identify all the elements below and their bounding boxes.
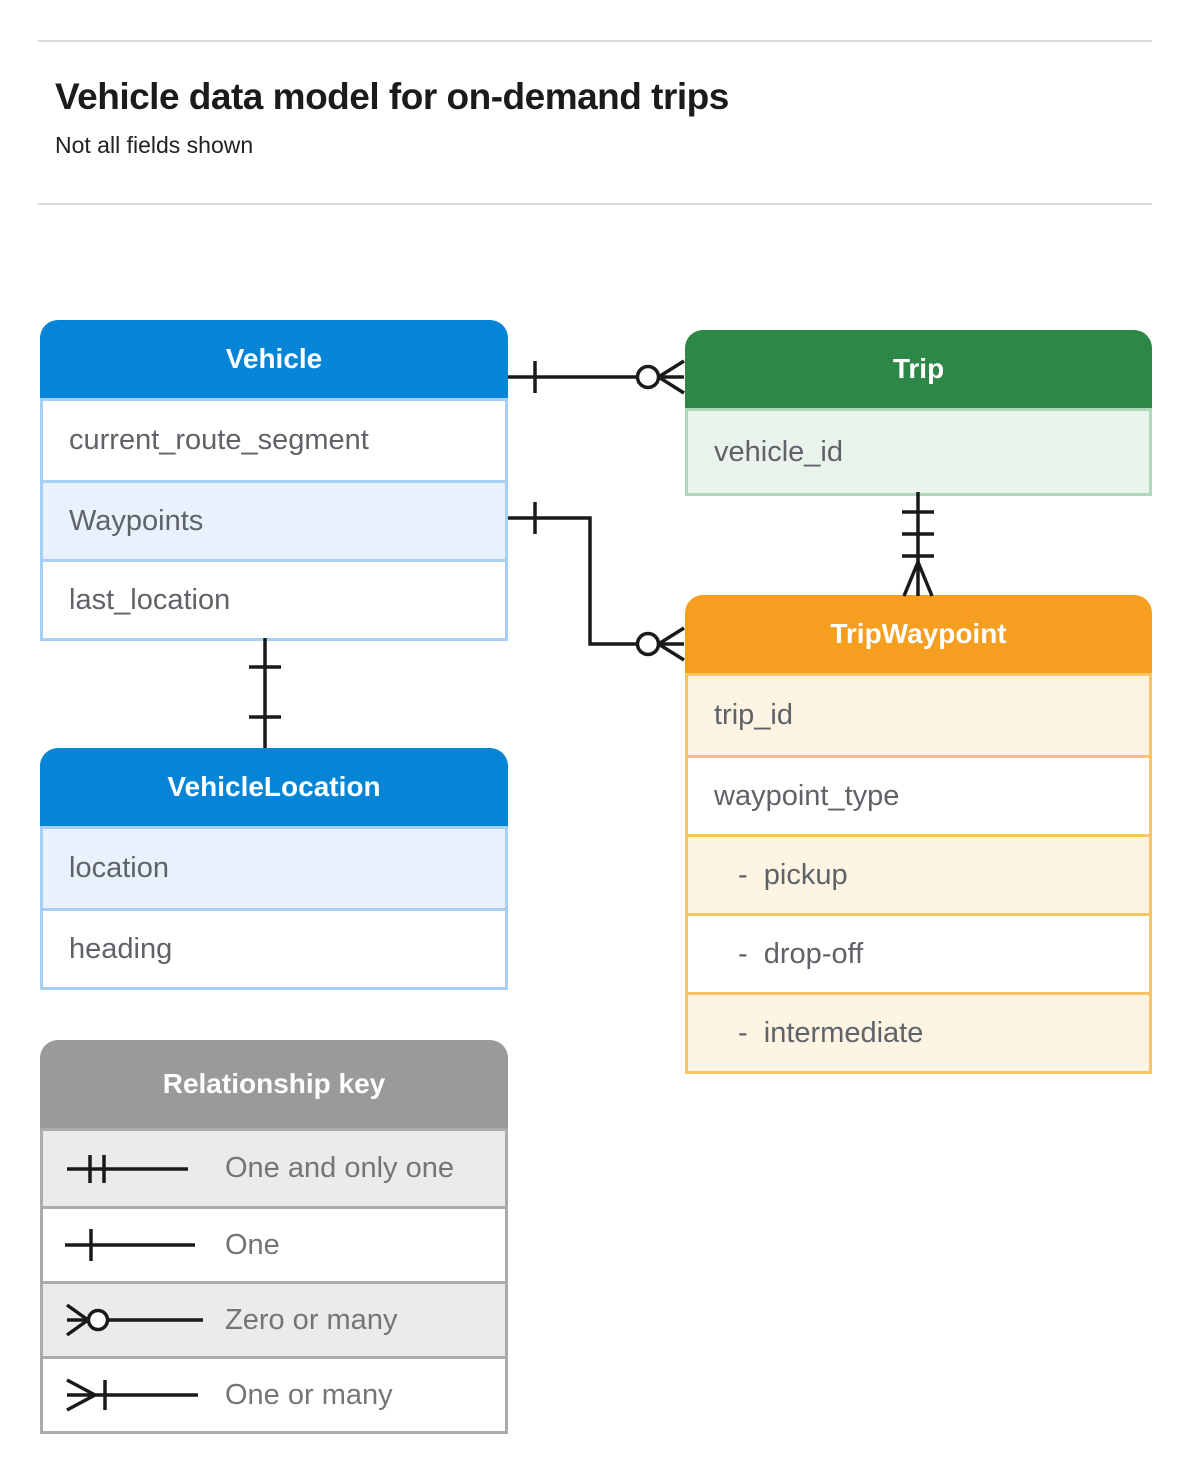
field-label: last_location xyxy=(69,583,231,616)
entity-trip-waypoint: TripWaypoint trip_id waypoint_type - pic… xyxy=(685,595,1152,1074)
connector-trip-tripwaypoint xyxy=(902,492,934,597)
one-and-only-one-icon xyxy=(67,1154,188,1183)
connector-vehicle-trip xyxy=(508,359,685,395)
entity-title-trip-waypoint: TripWaypoint xyxy=(685,595,1152,673)
one-or-many-icon xyxy=(66,1378,198,1412)
legend-row: One xyxy=(43,1206,505,1281)
field-row: - intermediate xyxy=(688,992,1149,1071)
entity-body-vehicle: current_route_segment Waypoints last_loc… xyxy=(40,398,508,641)
legend-label: One xyxy=(225,1228,280,1261)
connector-vehicle-vehiclelocation xyxy=(249,638,281,748)
entity-trip: Trip vehicle_id xyxy=(685,330,1152,496)
page-title: Vehicle data model for on-demand trips xyxy=(55,76,729,117)
field-label: - drop-off xyxy=(738,937,864,970)
entity-body-trip: vehicle_id xyxy=(685,408,1152,496)
field-row: waypoint_type xyxy=(688,755,1149,834)
entity-title-trip: Trip xyxy=(685,330,1152,408)
page-subtitle: Not all fields shown xyxy=(55,132,254,158)
field-row: Waypoints xyxy=(43,480,505,559)
legend-row: One or many xyxy=(43,1356,505,1431)
header-divider xyxy=(38,203,1152,205)
connector-waypoints-tripwaypoint xyxy=(508,502,685,662)
relationship-key: Relationship key One and only one One xyxy=(40,1040,508,1434)
field-row: location xyxy=(43,829,505,908)
field-row: vehicle_id xyxy=(688,411,1149,493)
field-row: last_location xyxy=(43,559,505,638)
field-row: - drop-off xyxy=(688,913,1149,992)
entity-title-vehicle-location: VehicleLocation xyxy=(40,748,508,826)
field-label: Waypoints xyxy=(69,504,204,537)
field-label: trip_id xyxy=(714,699,793,731)
legend-label: One or many xyxy=(225,1378,393,1411)
zero-or-many-icon xyxy=(65,1303,203,1337)
one-icon xyxy=(65,1229,195,1261)
field-row: heading xyxy=(43,908,505,987)
field-label: - pickup xyxy=(738,858,848,891)
legend-row: One and only one xyxy=(43,1131,505,1206)
legend-label: One and only one xyxy=(225,1152,454,1184)
top-divider xyxy=(38,40,1152,42)
field-label: heading xyxy=(69,932,173,965)
entity-body-trip-waypoint: trip_id waypoint_type - pickup - drop-of… xyxy=(685,673,1152,1074)
field-label: vehicle_id xyxy=(714,435,843,468)
entity-vehicle-location: VehicleLocation location heading xyxy=(40,748,508,990)
relationship-key-body: One and only one One Zero or many xyxy=(40,1128,508,1434)
field-row: trip_id xyxy=(688,676,1149,755)
legend-row: Zero or many xyxy=(43,1281,505,1356)
field-label: - intermediate xyxy=(738,1016,924,1049)
field-row: - pickup xyxy=(688,834,1149,913)
entity-title-vehicle: Vehicle xyxy=(40,320,508,398)
field-label: current_route_segment xyxy=(69,424,369,456)
field-row: current_route_segment xyxy=(43,401,505,480)
field-label: location xyxy=(69,852,169,884)
entity-body-vehicle-location: location heading xyxy=(40,826,508,990)
field-label: waypoint_type xyxy=(714,779,900,812)
relationship-key-title: Relationship key xyxy=(40,1040,508,1128)
legend-label: Zero or many xyxy=(225,1303,398,1336)
entity-vehicle: Vehicle current_route_segment Waypoints … xyxy=(40,320,508,641)
